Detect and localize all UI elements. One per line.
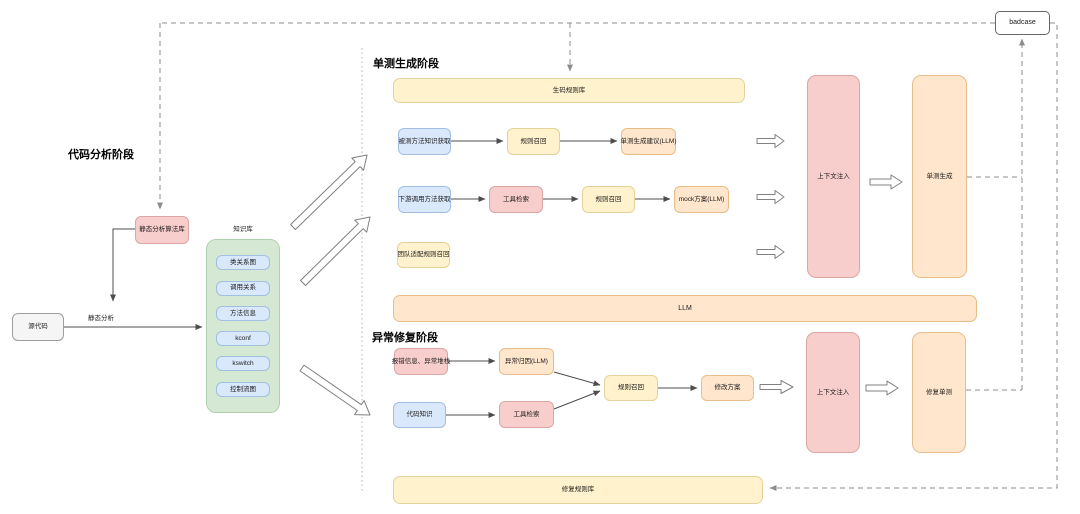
team-rule-recall-node[interactable]: 团队适配规则召回 <box>397 242 450 268</box>
kb-item-call-relation[interactable]: 调用关系 <box>216 280 270 296</box>
knowledge-base-container[interactable]: 类关系图 调用关系 方法信息 kconf kswitch 控制流图 <box>206 239 280 413</box>
block-arrow-kb-to-repair <box>299 364 371 416</box>
fix-plan-node[interactable]: 修改方案 <box>701 375 754 401</box>
badcase-node[interactable]: badcase <box>995 11 1050 35</box>
context-inject-top-node[interactable]: 上下文注入 <box>807 75 860 278</box>
unittest-suggestion-node[interactable]: 单测生成建议(LLM) <box>621 128 677 155</box>
kb-item-method-info[interactable]: 方法信息 <box>216 305 270 321</box>
error-attribution-node[interactable]: 异常归因(LLM) <box>499 348 554 375</box>
downstream-method-node[interactable]: 下游调用方法获取 <box>398 186 451 213</box>
kb-item-class-graph[interactable]: 类关系图 <box>216 255 270 271</box>
block-arrow-ctx-to-fix <box>865 380 899 396</box>
phase-title-unittest: 单测生成阶段 <box>373 58 439 70</box>
unittest-gen-node[interactable]: 单测生成 <box>912 75 967 278</box>
source-code-node[interactable]: 源代码 <box>12 313 64 341</box>
repair-rule-lib-node[interactable]: 修复规则库 <box>393 476 763 504</box>
block-arrow-kb-to-row1 <box>290 154 368 230</box>
context-inject-bottom-node[interactable]: 上下文注入 <box>806 332 860 453</box>
block-arrow-row1-out <box>756 134 785 148</box>
dashed-feedback-edges <box>157 22 1058 491</box>
block-arrow-row2-out <box>756 190 785 204</box>
static-analysis-algo-lib-node[interactable]: 静态分析算法库 <box>135 216 189 244</box>
phase-title-analysis: 代码分析阶段 <box>68 149 134 161</box>
target-method-knowledge-node[interactable]: 被测方法知识获取 <box>398 128 451 155</box>
rule-recall-3-node[interactable]: 规则召回 <box>604 375 658 401</box>
static-analysis-edge-label: 静态分析 <box>88 315 114 322</box>
block-arrows <box>290 134 903 416</box>
code-knowledge-node[interactable]: 代码知识 <box>393 402 446 428</box>
kb-item-kswitch[interactable]: kswitch <box>216 356 270 372</box>
rule-recall-2-node[interactable]: 规则召回 <box>582 186 635 213</box>
block-arrow-kb-to-row2 <box>300 216 371 286</box>
tool-search-1-node[interactable]: 工具检索 <box>489 186 543 213</box>
block-arrow-row3-out <box>756 245 785 259</box>
gen-rule-lib-node[interactable]: 生码规则库 <box>393 78 745 103</box>
llm-bar-node[interactable]: LLM <box>393 295 977 322</box>
kb-item-kconf[interactable]: kconf <box>216 331 270 347</box>
solid-flow-edges <box>64 138 698 418</box>
tool-search-2-node[interactable]: 工具检索 <box>499 401 554 428</box>
knowledge-base-title: 知识库 <box>233 226 253 233</box>
block-arrow-repair-out <box>759 380 794 394</box>
phase-title-repair: 异常修复阶段 <box>372 332 438 344</box>
error-info-node[interactable]: 报错信息、异常堆栈 <box>392 348 450 375</box>
kb-item-control-flow[interactable]: 控制流图 <box>216 381 270 397</box>
mock-plan-node[interactable]: mock方案(LLM) <box>674 186 729 213</box>
block-arrow-ctx-to-gen <box>869 174 903 190</box>
fix-unittest-node[interactable]: 修复单测 <box>912 332 966 453</box>
rule-recall-1-node[interactable]: 规则召回 <box>507 128 560 155</box>
